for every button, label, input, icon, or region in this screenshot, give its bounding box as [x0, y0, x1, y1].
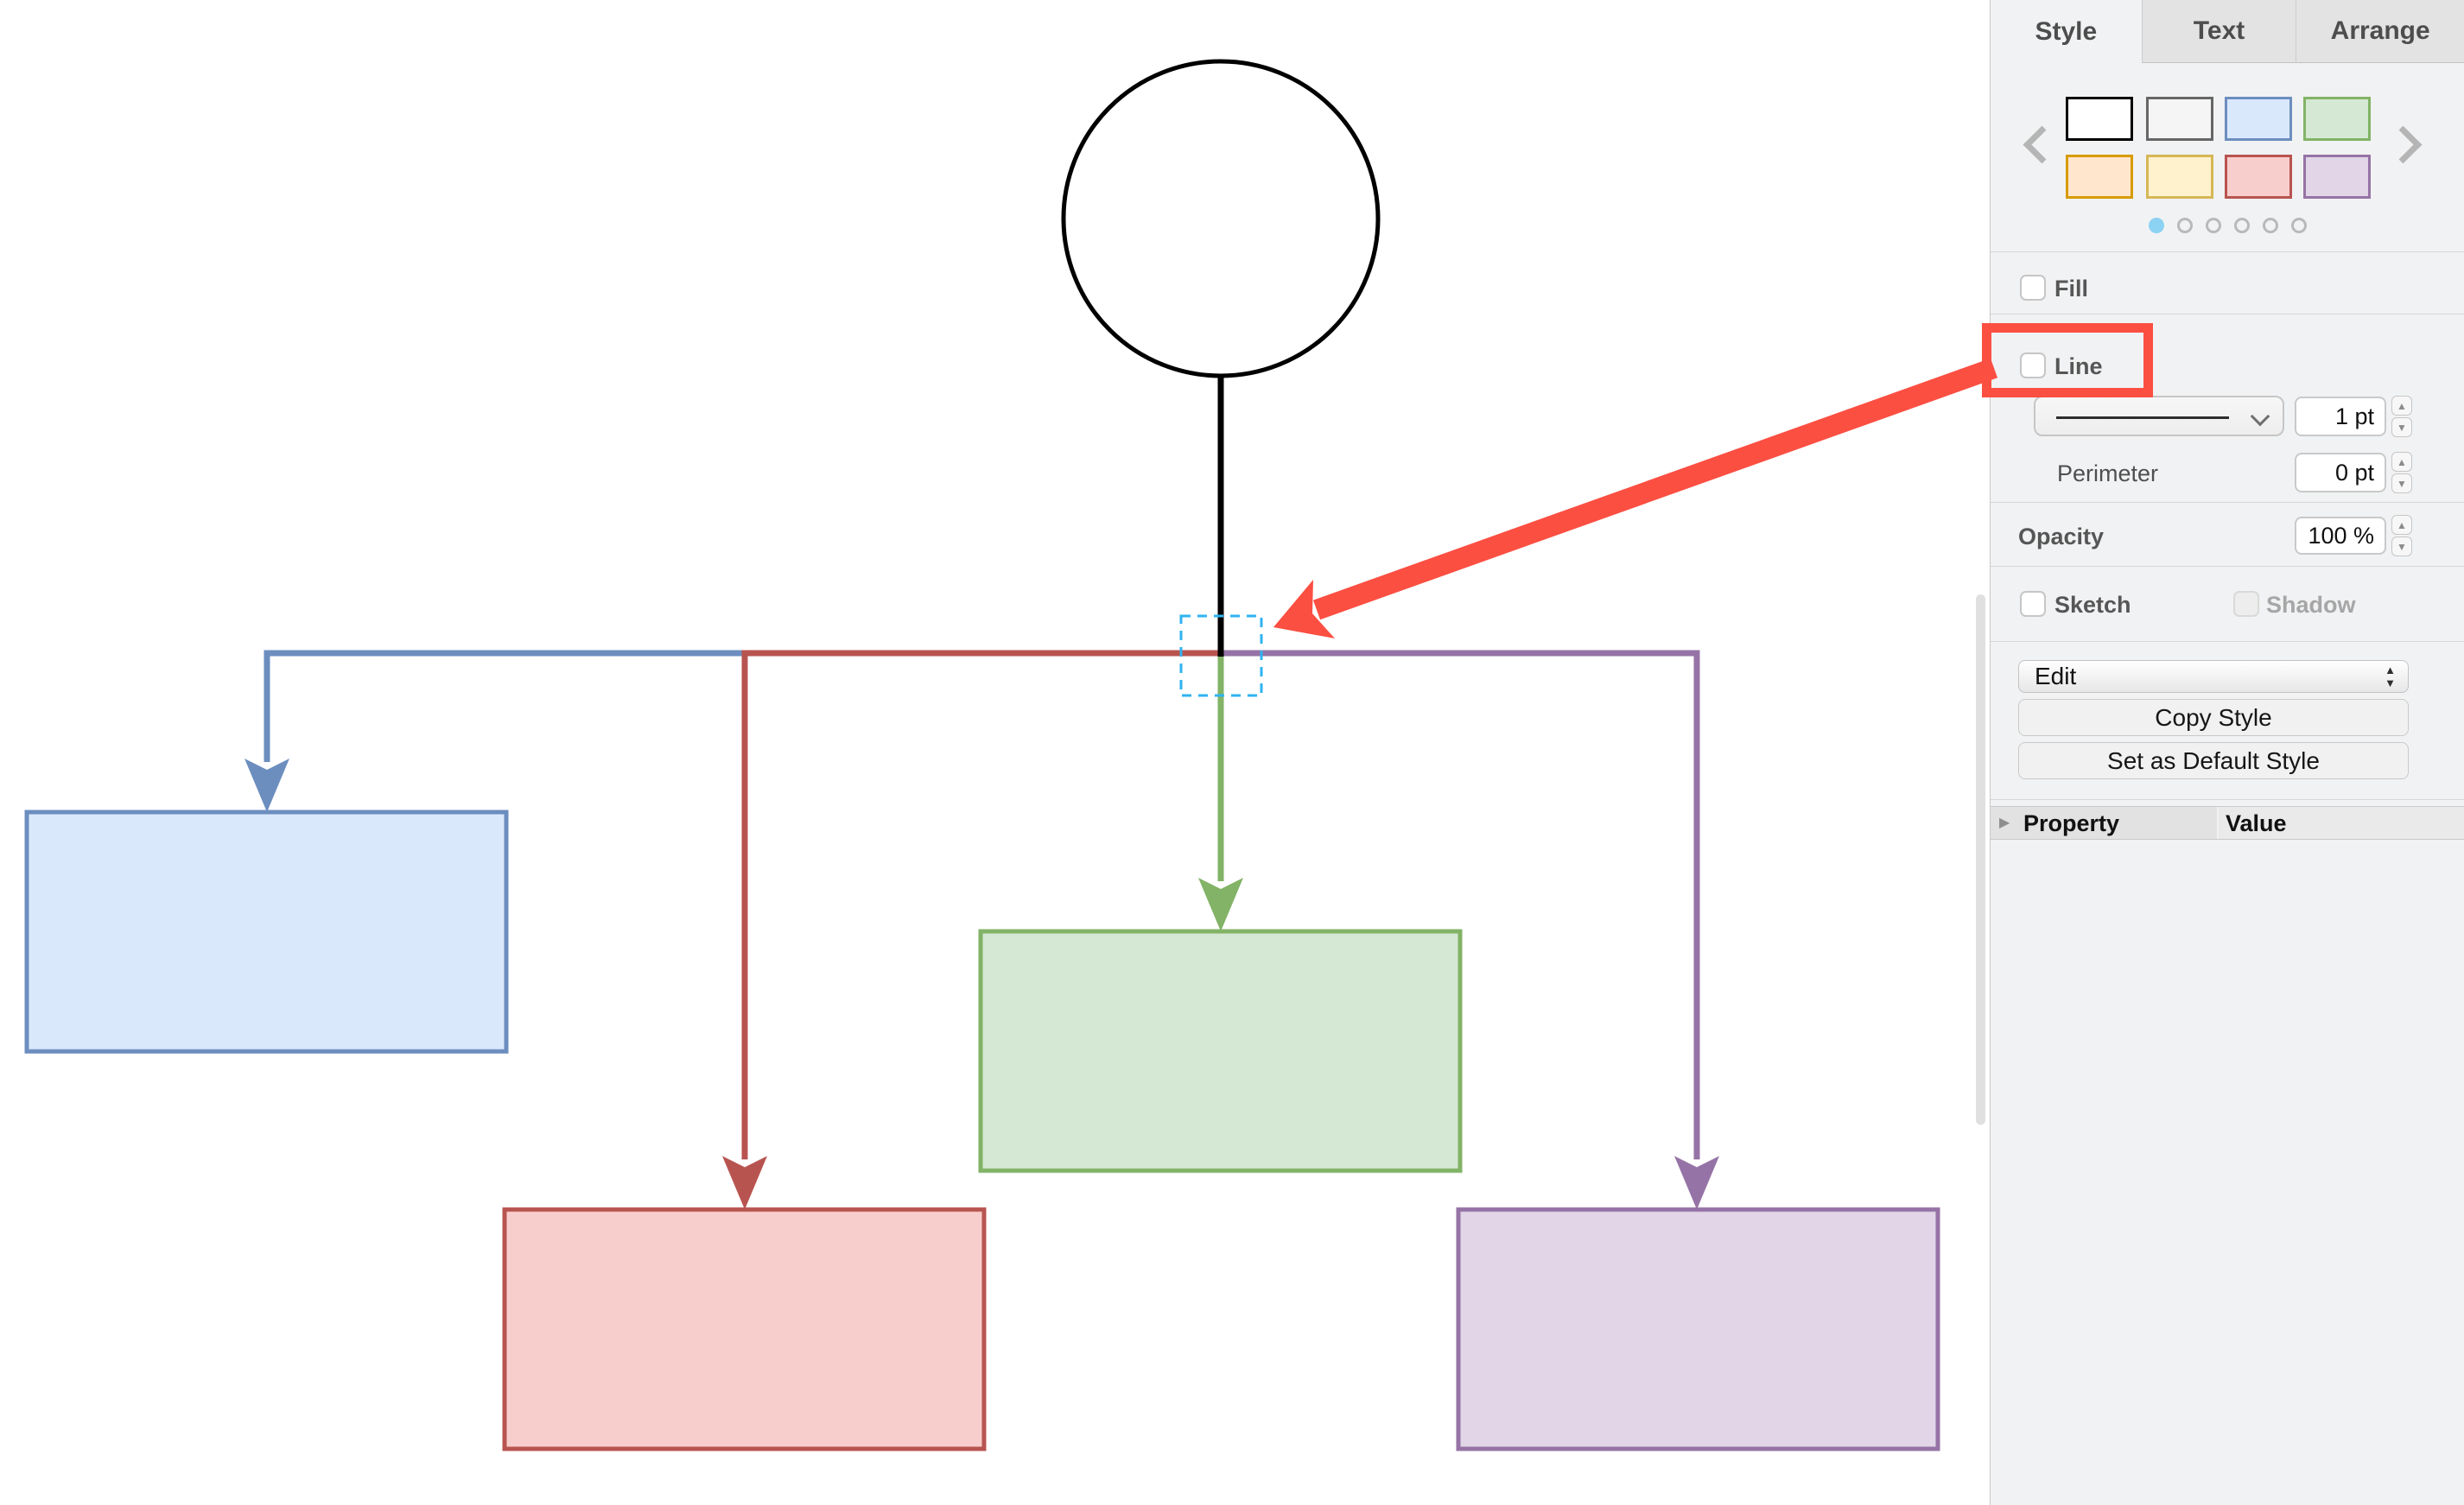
- sketch-checkbox[interactable]: [2020, 591, 2046, 617]
- root-node-circle[interactable]: [1061, 59, 1381, 378]
- tab-text[interactable]: Text: [2141, 0, 2296, 63]
- value-header-label: Value: [2226, 810, 2287, 836]
- arrowhead-blue[interactable]: [244, 759, 289, 812]
- stepper-up-icon[interactable]: ▲: [2391, 452, 2412, 472]
- pager-dot-1[interactable]: [2176, 218, 2193, 233]
- opacity-label: Opacity: [2018, 524, 2105, 549]
- line-style-dropdown[interactable]: [2034, 396, 2284, 436]
- line-label: Line: [2054, 353, 2103, 379]
- stepper-down-icon[interactable]: ▼: [2391, 473, 2412, 493]
- node-blue[interactable]: [24, 810, 509, 1054]
- style-preset-red[interactable]: [2225, 155, 2292, 199]
- property-header-cell[interactable]: ▶ Property: [1991, 807, 2217, 839]
- pager-dot-0[interactable]: [2148, 218, 2164, 233]
- style-preset-yellow[interactable]: [2146, 155, 2213, 199]
- style-preset-orange[interactable]: [2066, 155, 2133, 199]
- line-highlight-box: [1982, 323, 2153, 397]
- style-preset-gray[interactable]: [2146, 97, 2213, 141]
- opacity-input[interactable]: 100 %: [2295, 517, 2386, 555]
- stepper-up-icon[interactable]: ▲: [2391, 396, 2412, 416]
- pager-dot-3[interactable]: [2233, 218, 2250, 233]
- arrowhead-purple[interactable]: [1674, 1156, 1719, 1210]
- line-width-stepper[interactable]: ▲ ▼: [2391, 396, 2412, 437]
- stepper-down-icon[interactable]: ▼: [2391, 417, 2412, 437]
- tab-style[interactable]: Style: [1991, 0, 2142, 63]
- connector-blue[interactable]: [264, 650, 751, 762]
- divider: [1991, 251, 2464, 252]
- selection-highlight[interactable]: [1179, 614, 1263, 697]
- presets-prev-icon[interactable]: [2023, 125, 2061, 164]
- perimeter-label: Perimeter: [2057, 460, 2159, 486]
- arrowhead-green[interactable]: [1198, 878, 1243, 931]
- sketch-label: Sketch: [2054, 592, 2131, 618]
- pager-dot-2[interactable]: [2205, 218, 2221, 233]
- stepper-down-icon[interactable]: ▼: [2391, 537, 2412, 556]
- divider: [1991, 641, 2464, 642]
- edit-style-dropdown[interactable]: Edit ▲▼: [2018, 660, 2409, 693]
- connector-purple[interactable]: [1221, 650, 1700, 1159]
- properties-table-header: ▶ Property Value: [1991, 806, 2464, 840]
- fill-label: Fill: [2054, 276, 2088, 302]
- style-preset-purple[interactable]: [2303, 155, 2371, 199]
- style-preset-white[interactable]: [2066, 97, 2133, 141]
- shadow-label: Shadow: [2266, 592, 2356, 618]
- stepper-up-icon[interactable]: ▲: [2391, 515, 2412, 535]
- divider: [1991, 799, 2464, 800]
- copy-style-button[interactable]: Copy Style: [2018, 699, 2409, 736]
- line-style-preview: [2056, 416, 2229, 419]
- line-width-input[interactable]: 1 pt: [2295, 397, 2386, 436]
- node-purple[interactable]: [1456, 1207, 1940, 1451]
- shadow-checkbox[interactable]: [2233, 591, 2259, 617]
- perimeter-stepper[interactable]: ▲ ▼: [2391, 452, 2412, 493]
- select-arrows-icon: ▲▼: [2385, 664, 2396, 689]
- presets-next-icon[interactable]: [2384, 125, 2423, 164]
- value-header-cell: Value: [2219, 807, 2464, 839]
- disclosure-triangle-icon[interactable]: ▶: [1999, 816, 2010, 830]
- node-green[interactable]: [978, 929, 1463, 1173]
- arrowhead-red[interactable]: [722, 1156, 767, 1210]
- connector-red[interactable]: [741, 650, 1221, 1159]
- chevron-down-icon: [2250, 406, 2270, 427]
- canvas-vertical-scrollbar[interactable]: [1976, 594, 1985, 1125]
- set-default-style-button[interactable]: Set as Default Style: [2018, 742, 2409, 779]
- style-preset-green[interactable]: [2303, 97, 2371, 141]
- perimeter-input[interactable]: 0 pt: [2295, 453, 2386, 492]
- property-header-label: Property: [2023, 810, 2120, 836]
- node-red[interactable]: [502, 1207, 987, 1451]
- divider: [1991, 566, 2464, 567]
- divider: [1991, 502, 2464, 503]
- style-preset-blue[interactable]: [2225, 97, 2292, 141]
- line-checkbox[interactable]: [2020, 352, 2046, 378]
- opacity-stepper[interactable]: ▲ ▼: [2391, 515, 2412, 556]
- tab-arrange[interactable]: Arrange: [2296, 0, 2464, 63]
- edit-style-label: Edit: [2035, 663, 2077, 689]
- pager-dot-4[interactable]: [2262, 218, 2278, 233]
- pager-dot-5[interactable]: [2290, 218, 2307, 233]
- presets-pager: [1991, 218, 2464, 233]
- fill-checkbox[interactable]: [2020, 275, 2046, 301]
